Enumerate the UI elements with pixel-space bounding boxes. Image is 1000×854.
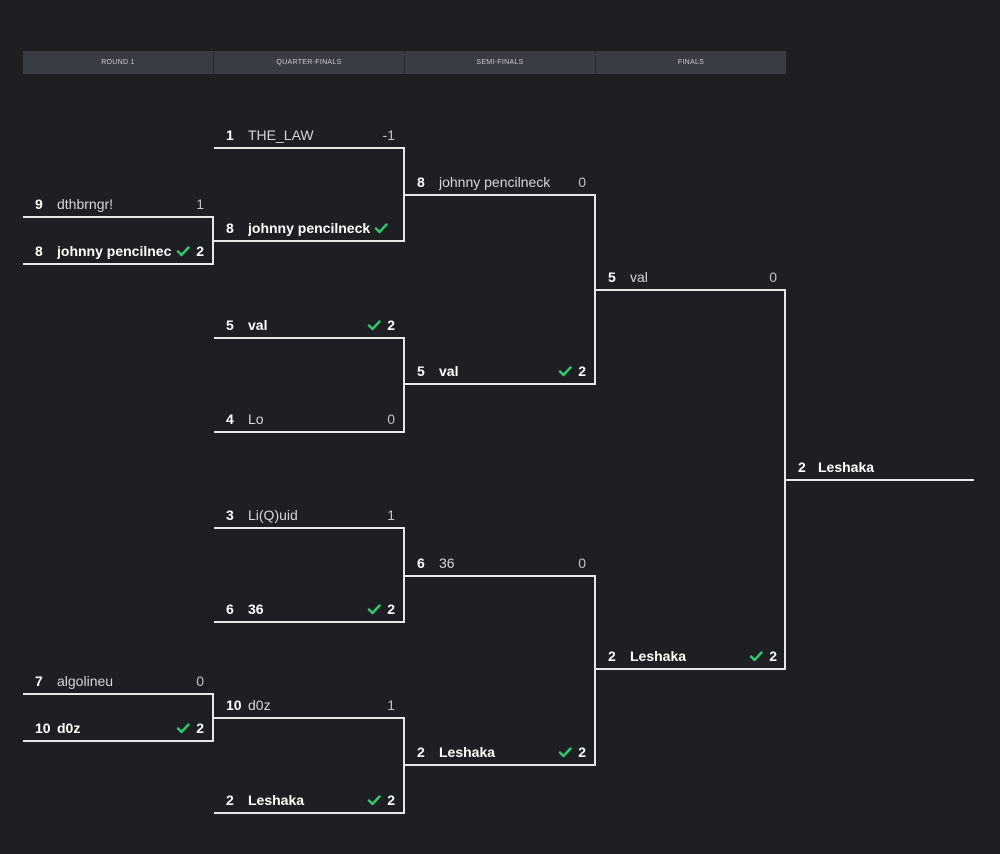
match-score: 1 xyxy=(387,507,395,523)
seed-number: 2 xyxy=(226,792,234,808)
player-name: THE_LAW xyxy=(248,127,314,143)
check-icon xyxy=(749,649,763,663)
check-icon xyxy=(367,602,381,616)
match-score: 2 xyxy=(196,243,204,259)
round-header-quarterfinals: QUARTER-FINALS xyxy=(214,51,405,74)
player-name: 36 xyxy=(439,555,455,571)
match-score: 2 xyxy=(387,601,395,617)
seed-number: 2 xyxy=(608,648,616,664)
seed-number: 7 xyxy=(35,673,43,689)
seed-number: 4 xyxy=(226,411,234,427)
seed-number: 8 xyxy=(226,220,234,236)
seed-number: 5 xyxy=(417,363,425,379)
seed-number: 10 xyxy=(226,697,242,713)
check-icon xyxy=(176,244,190,258)
quarterfinals-slot[interactable]: 1 THE_LAW -1 xyxy=(214,127,404,149)
finals-slot[interactable]: 5 val 0 xyxy=(596,269,786,291)
player-name: Leshaka xyxy=(439,744,496,760)
quarterfinals-slot[interactable]: 5 val 2 xyxy=(214,317,404,339)
player-name: 36 xyxy=(248,601,264,617)
check-icon xyxy=(374,221,388,235)
bracket-connector xyxy=(594,194,596,385)
player-name: val xyxy=(248,317,268,333)
check-icon xyxy=(558,364,572,378)
player-name: Li(Q)uid xyxy=(248,507,298,523)
match-score: 0 xyxy=(578,174,586,190)
round1-slot[interactable]: 8 johnny pencilneck 2 xyxy=(23,243,213,265)
match-score: 2 xyxy=(196,720,204,736)
round-header-semifinals: SEMI-FINALS xyxy=(405,51,596,74)
quarterfinals-slot[interactable]: 8 johnny pencilneck xyxy=(214,220,404,242)
seed-number: 5 xyxy=(226,317,234,333)
bracket-connector xyxy=(212,693,214,742)
player-name: johnny pencilneck xyxy=(248,220,371,236)
check-icon xyxy=(558,745,572,759)
bracket-connector xyxy=(594,575,596,766)
match-score: 1 xyxy=(387,697,395,713)
player-name: d0z xyxy=(57,720,81,736)
bracket-connector xyxy=(784,289,786,670)
seed-number: 2 xyxy=(798,459,806,475)
round1-slot[interactable]: 10 d0z 2 xyxy=(23,720,213,742)
player-name: val xyxy=(630,269,648,285)
match-score: 2 xyxy=(387,317,395,333)
seed-number: 6 xyxy=(417,555,425,571)
match-score: 0 xyxy=(196,673,204,689)
seed-number: 2 xyxy=(417,744,425,760)
bracket-connector xyxy=(403,527,405,623)
player-name: Leshaka xyxy=(630,648,687,664)
semifinals-slot[interactable]: 8 johnny pencilneck 0 xyxy=(405,174,595,196)
check-icon xyxy=(176,721,190,735)
seed-number: 8 xyxy=(35,243,43,259)
seed-number: 8 xyxy=(417,174,425,190)
player-name: johnny pencilneck xyxy=(439,174,551,190)
match-score: 2 xyxy=(387,792,395,808)
player-name: dthbrngr! xyxy=(57,196,114,212)
bracket-connector xyxy=(403,717,405,814)
round1-slot[interactable]: 7 algolineu 0 xyxy=(23,673,213,695)
quarterfinals-slot[interactable]: 2 Leshaka 2 xyxy=(214,792,404,814)
player-name: johnny pencilneck xyxy=(57,243,171,259)
quarterfinals-slot[interactable]: 4 Lo 0 xyxy=(214,411,404,433)
player-name: Lo xyxy=(248,411,264,427)
check-icon xyxy=(367,318,381,332)
match-score: -1 xyxy=(382,127,395,143)
quarterfinals-slot[interactable]: 3 Li(Q)uid 1 xyxy=(214,507,404,529)
match-score: 0 xyxy=(387,411,395,427)
bracket-connector xyxy=(403,337,405,433)
semifinals-slot[interactable]: 2 Leshaka 2 xyxy=(405,744,595,766)
player-name: Leshaka xyxy=(248,792,305,808)
seed-number: 9 xyxy=(35,196,43,212)
seed-number: 10 xyxy=(35,720,51,736)
seed-number: 1 xyxy=(226,127,234,143)
bracket-connector xyxy=(212,216,214,265)
match-score: 0 xyxy=(578,555,586,571)
round1-slot[interactable]: 9 dthbrngr! 1 xyxy=(23,196,213,218)
finals-slot[interactable]: 2 Leshaka 2 xyxy=(596,648,786,670)
semifinals-slot[interactable]: 6 36 0 xyxy=(405,555,595,577)
match-score: 2 xyxy=(769,648,777,664)
quarterfinals-slot[interactable]: 10 d0z 1 xyxy=(214,697,404,719)
check-icon xyxy=(367,793,381,807)
bracket-connector xyxy=(403,147,405,242)
match-score: 1 xyxy=(196,196,204,212)
seed-number: 5 xyxy=(608,269,616,285)
player-name: d0z xyxy=(248,697,271,713)
seed-number: 3 xyxy=(226,507,234,523)
semifinals-slot[interactable]: 5 val 2 xyxy=(405,363,595,385)
seed-number: 6 xyxy=(226,601,234,617)
quarterfinals-slot[interactable]: 6 36 2 xyxy=(214,601,404,623)
round-header-round1: ROUND 1 xyxy=(23,51,214,74)
match-score: 2 xyxy=(578,363,586,379)
player-name: Leshaka xyxy=(818,459,875,475)
player-name: val xyxy=(439,363,459,379)
round-header-finals: FINALS xyxy=(596,51,786,74)
player-name: algolineu xyxy=(57,673,114,689)
round-header-bar: ROUND 1 QUARTER-FINALS SEMI-FINALS FINAL… xyxy=(23,51,786,74)
match-score: 2 xyxy=(578,744,586,760)
champion-slot[interactable]: 2 Leshaka xyxy=(786,459,974,481)
match-score: 0 xyxy=(769,269,777,285)
